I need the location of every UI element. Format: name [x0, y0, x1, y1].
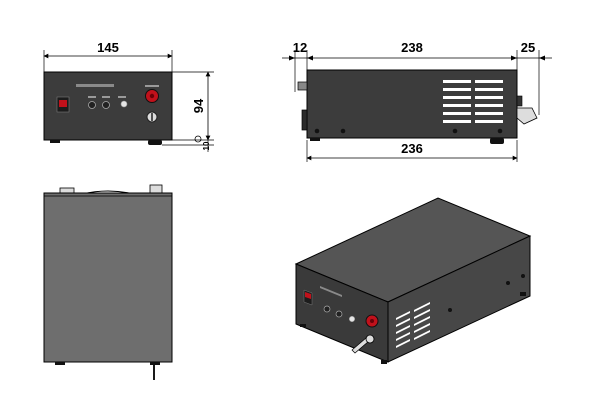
- side-view: 12 238 25 236: [282, 40, 552, 162]
- top-view: [43, 184, 173, 380]
- dim-side-left-offset: 12: [293, 40, 307, 55]
- rear-cable-icon: [516, 107, 538, 125]
- dim-side-bottom-length: 236: [401, 141, 423, 156]
- top-panel: [43, 192, 173, 363]
- iso-rocker-switch-icon: [303, 289, 313, 306]
- front-foot-right: [148, 140, 162, 145]
- dim-front-width: 145: [97, 40, 119, 55]
- iso-knob-icon: [335, 310, 343, 318]
- iso-foot: [300, 324, 306, 327]
- iso-screw-icon: [448, 308, 452, 312]
- screw-icon: [452, 128, 458, 134]
- iso-screw-icon: [506, 281, 510, 285]
- indicator-knobs: [88, 96, 128, 109]
- red-knob-icon: [145, 85, 159, 103]
- ground-terminal-icon: [194, 135, 202, 143]
- iso-red-knob-icon: [365, 314, 379, 328]
- isometric-view: [294, 197, 532, 364]
- brand-label: [76, 84, 114, 87]
- side-knob-top: [297, 81, 308, 91]
- iso-key-switch-icon: [365, 334, 375, 344]
- front-foot-left: [50, 140, 60, 143]
- side-knob-bottom: [301, 109, 308, 131]
- dim-side-top-length: 238: [401, 40, 423, 55]
- knob-icon: [88, 101, 96, 109]
- knob-icon: [102, 101, 110, 109]
- key-switch-icon: [146, 111, 158, 123]
- iso-foot: [520, 292, 526, 296]
- iso-knob-icon: [348, 315, 355, 322]
- rocker-switch-icon: [56, 96, 70, 113]
- screw-icon: [340, 128, 346, 134]
- top-foot-right: [150, 362, 160, 365]
- front-view: 145: [43, 40, 214, 152]
- dim-front-foot: 10: [202, 141, 211, 150]
- iso-side-vents: [396, 302, 430, 348]
- screw-icon: [497, 128, 503, 134]
- top-foot-left: [55, 362, 65, 365]
- dim-front-height: 94: [191, 98, 206, 113]
- side-foot-left: [310, 138, 320, 141]
- rear-connector: [516, 95, 523, 107]
- screw-icon: [314, 128, 320, 134]
- knob-icon: [120, 100, 128, 108]
- side-vents: [443, 80, 503, 123]
- side-foot-right: [490, 138, 504, 144]
- iso-knob-icon: [323, 305, 331, 313]
- iso-side-face: [387, 235, 531, 363]
- iso-foot: [381, 360, 387, 364]
- dim-side-right-offset: 25: [521, 40, 535, 55]
- iso-brand-label: [320, 286, 342, 297]
- iso-screw-icon: [521, 274, 525, 278]
